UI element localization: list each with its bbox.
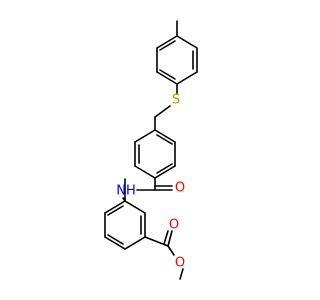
- bond: [124, 236, 146, 250]
- bond: [176, 35, 198, 49]
- bond: [156, 71, 178, 85]
- bond: [104, 236, 126, 250]
- bond: [107, 205, 124, 216]
- benzoate-ring: [104, 200, 146, 250]
- structure-diagram: S NH O O O: [104, 20, 198, 280]
- phenylene-ring: [134, 116, 176, 179]
- bond: [154, 105, 171, 118]
- bond: [134, 165, 156, 179]
- bond: [179, 268, 184, 280]
- bond: [156, 163, 173, 174]
- bond: [154, 129, 176, 143]
- bond: [134, 129, 156, 143]
- amide-nitrogen-label: NH: [116, 184, 136, 199]
- bond: [104, 200, 126, 214]
- bond: [154, 165, 176, 179]
- bond: [167, 230, 173, 247]
- bond: [176, 71, 198, 85]
- bond: [156, 134, 173, 145]
- ester-carbonyl-oxygen-label: O: [169, 218, 179, 233]
- bond: [167, 245, 175, 256]
- bond: [163, 230, 169, 245]
- amide-oxygen-label: O: [175, 181, 185, 196]
- sulfur-label: S: [172, 93, 180, 108]
- tolyl-ring: [156, 20, 198, 85]
- ester-ether-oxygen-label: O: [175, 256, 185, 271]
- bond: [159, 40, 176, 51]
- bond: [159, 69, 176, 80]
- bond: [124, 200, 146, 214]
- bond: [156, 35, 178, 49]
- bond: [107, 234, 124, 245]
